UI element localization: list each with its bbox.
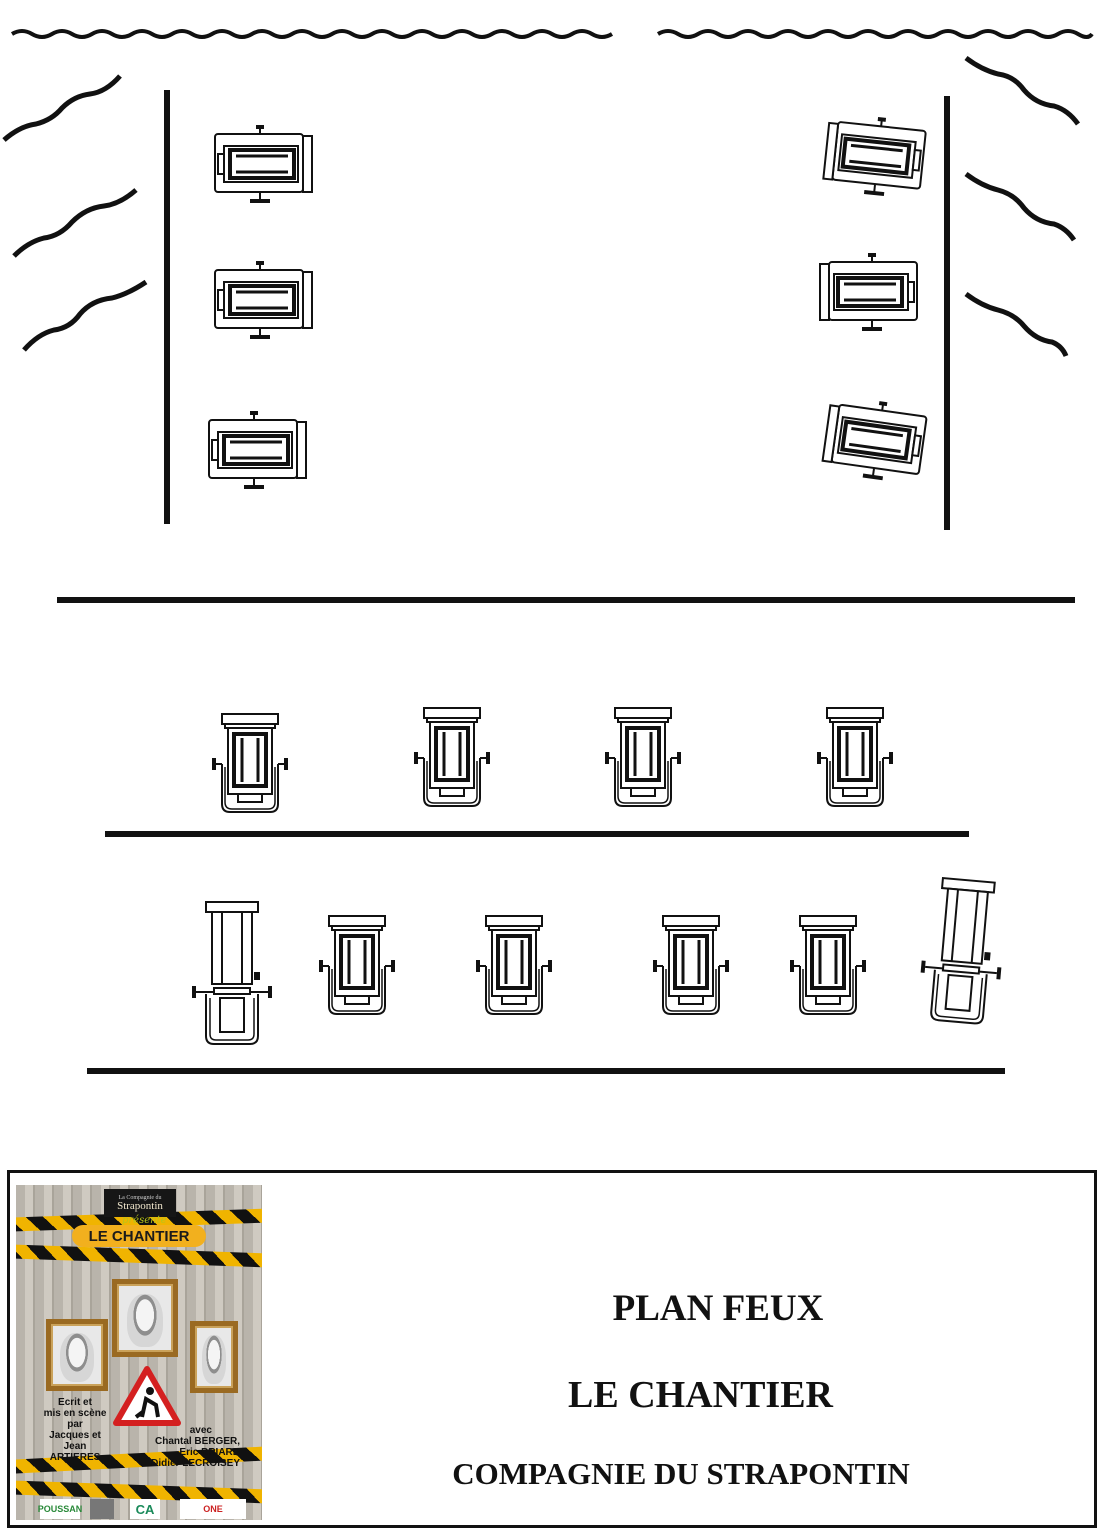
poster-title: LE CHANTIER [72, 1225, 206, 1247]
sponsor-logo: POUSSAN [38, 1499, 82, 1519]
spotlight-icon [210, 712, 290, 814]
sponsor-logo: ONE [180, 1499, 246, 1519]
cast-credits: avec Chantal BERGER, Eric BRIARD Didier … [151, 1425, 240, 1469]
lighting-plan [2, 29, 1094, 1074]
spotlight-icon [412, 706, 492, 808]
spotlight-icon [213, 259, 314, 341]
show-poster: La Compagnie du Strapontin présente LE C… [16, 1185, 262, 1520]
spotlight-icon [191, 901, 273, 1045]
caution-tape [16, 1244, 262, 1268]
top-curtain-left [10, 29, 614, 39]
company-name: COMPAGNIE DU STRAPONTIN [452, 1456, 910, 1491]
spotlight-icon [213, 123, 314, 205]
spotlight-icon [915, 875, 1010, 1027]
right-drape-3 [964, 291, 1069, 358]
right-drape-2 [964, 171, 1077, 242]
left-drape-3 [22, 279, 148, 352]
spotlight-icon [819, 392, 930, 488]
portrait-frame [112, 1279, 178, 1357]
spotlight-icon [603, 706, 683, 808]
spotlight-icon [651, 914, 731, 1016]
spotlight-icon [815, 706, 895, 808]
top-curtain-right [656, 29, 1094, 39]
plan-title: PLAN FEUX [612, 1288, 824, 1329]
spotlight-icon [317, 914, 397, 1016]
spotlight-icon [818, 251, 919, 333]
spotlight-icon [207, 409, 308, 491]
sponsor-logo [90, 1499, 114, 1519]
presents-text: présente [122, 1215, 167, 1226]
spotlight-icon [788, 914, 868, 1016]
company-logo: La Compagnie du Strapontin [104, 1189, 176, 1217]
written-by-credits: Ecrit et mis en scène par Jacques et Jea… [43, 1397, 107, 1463]
warning-sign-icon [113, 1366, 181, 1426]
sponsor-logo: CA [130, 1499, 160, 1519]
show-title: LE CHANTIER [568, 1374, 833, 1416]
plan-titles: PLAN FEUX LE CHANTIER COMPAGNIE DU STRAP… [262, 1173, 1094, 1525]
title-block: La Compagnie du Strapontin présente LE C… [7, 1170, 1097, 1528]
spotlight-icon [820, 109, 929, 202]
left-drape-2 [12, 188, 138, 258]
left-drape-1 [2, 74, 122, 142]
spotlight-icon [474, 914, 554, 1016]
portrait-frame [46, 1319, 108, 1391]
right-drape-1 [964, 55, 1081, 126]
portrait-frame [190, 1321, 238, 1393]
